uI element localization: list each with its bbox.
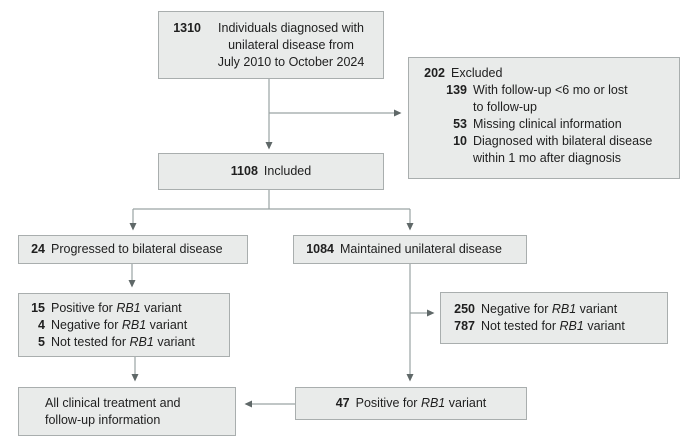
rb1-row: 4 Negative for RB1 variant [27, 317, 221, 334]
rb1-row: 15 Positive for RB1 variant [27, 300, 221, 317]
box-positive-rb1: 47 Positive for RB1 variant [295, 387, 527, 420]
excluded-item-row: 53 Missing clinical information [417, 116, 671, 133]
rb1-text: Positive for RB1 variant [51, 300, 182, 317]
gene-name: RB1 [116, 300, 141, 315]
positive-rb1-text: Positive for RB1 variant [356, 395, 487, 412]
gene-name: RB1 [121, 317, 147, 332]
included-label: Included [263, 164, 312, 178]
excluded-header-row: 202 Excluded [417, 65, 671, 82]
rb1-pre: Not tested for [481, 319, 560, 333]
box-progressed: 24 Progressed to bilateral disease [18, 235, 248, 264]
box-maintained-rb1: 250 Negative for RB1 variant 787 Not tes… [440, 292, 668, 344]
rb1-row: 787 Not tested for RB1 variant [449, 318, 659, 335]
rb1-row: 250 Negative for RB1 variant [449, 301, 659, 318]
rb1-count: 250 [454, 302, 475, 316]
rb1-pre: Not tested for [51, 334, 130, 349]
box-diagnosed: 1310 Individuals diagnosed with unilater… [158, 11, 384, 79]
diagnosed-row: 1310 Individuals diagnosed with unilater… [167, 20, 375, 71]
gene-name: RB1 [129, 334, 154, 349]
box-excluded: 202 Excluded 139 With follow-up <6 mo or… [408, 57, 680, 179]
box-maintained: 1084 Maintained unilateral disease [293, 235, 527, 264]
diagnosed-line-2: unilateral disease from [228, 37, 354, 52]
positive-rb1-count: 47 [335, 396, 350, 410]
excluded-label: Excluded [451, 66, 503, 80]
excluded-item-count: 139 [446, 83, 467, 97]
rb1-pre: Positive for [355, 396, 421, 410]
rb1-text: Negative for RB1 variant [51, 317, 187, 334]
clinical-line-1: All clinical treatment and [45, 395, 181, 410]
rb1-post: variant [576, 302, 618, 316]
excluded-item-row: 10 Diagnosed with bilateral disease with… [417, 133, 671, 167]
rb1-post: variant [146, 317, 188, 332]
rb1-text: Negative for RB1 variant [481, 301, 617, 318]
diagnosed-text: Individuals diagnosed with unilateral di… [207, 20, 375, 71]
excluded-item-line: Missing clinical information [473, 117, 622, 131]
rb1-post: variant [445, 396, 487, 410]
box-included: 1108 Included [158, 153, 384, 190]
progressed-label: Progressed to bilateral disease [51, 242, 223, 256]
excluded-count: 202 [424, 66, 445, 80]
excluded-item-line: With follow-up <6 mo or lost [473, 83, 628, 97]
rb1-count: 15 [31, 300, 45, 315]
maintained-label: Maintained unilateral disease [340, 242, 502, 256]
included-row: 1108 Included [167, 163, 375, 180]
rb1-count: 5 [38, 334, 45, 349]
rb1-count: 787 [454, 319, 475, 333]
gene-name: RB1 [559, 319, 584, 333]
diagnosed-count: 1310 [173, 20, 201, 35]
rb1-pre: Negative for [481, 302, 552, 316]
rb1-row: 5 Not tested for RB1 variant [27, 334, 221, 351]
excluded-item-row: 139 With follow-up <6 mo or lost to foll… [417, 82, 671, 116]
excluded-item-text: Diagnosed with bilateral disease within … [473, 133, 652, 167]
box-progressed-rb1: 15 Positive for RB1 variant 4 Negative f… [18, 293, 230, 357]
included-count: 1108 [230, 164, 258, 178]
excluded-item-count: 53 [453, 117, 467, 131]
positive-rb1-row: 47 Positive for RB1 variant [304, 395, 518, 412]
gene-name: RB1 [420, 396, 446, 410]
excluded-item-text: With follow-up <6 mo or lost to follow-u… [473, 82, 628, 116]
rb1-count: 4 [38, 317, 45, 332]
gene-name: RB1 [551, 302, 577, 316]
rb1-post: variant [583, 319, 625, 333]
rb1-text: Not tested for RB1 variant [51, 334, 195, 351]
rb1-post: variant [140, 300, 182, 315]
excluded-item-line: Diagnosed with bilateral disease [473, 134, 653, 148]
excluded-item-line: to follow-up [473, 100, 537, 114]
progressed-row: 24 Progressed to bilateral disease [27, 241, 239, 258]
rb1-pre: Negative for [51, 317, 122, 332]
diagnosed-line-3: July 2010 to October 2024 [217, 54, 365, 69]
diagnosed-line-1: Individuals diagnosed with [218, 20, 364, 35]
maintained-count: 1084 [306, 242, 334, 256]
progressed-count: 24 [31, 242, 45, 256]
excluded-item-text: Missing clinical information [473, 116, 622, 133]
maintained-row: 1084 Maintained unilateral disease [302, 241, 518, 258]
box-clinical: All clinical treatment and follow-up inf… [18, 387, 236, 436]
excluded-item-line: within 1 mo after diagnosis [473, 151, 621, 165]
rb1-post: variant [153, 334, 195, 349]
rb1-pre: Positive for [51, 300, 117, 315]
excluded-item-count: 10 [453, 134, 467, 148]
rb1-text: Not tested for RB1 variant [481, 318, 625, 335]
clinical-line-2: follow-up information [45, 412, 161, 427]
